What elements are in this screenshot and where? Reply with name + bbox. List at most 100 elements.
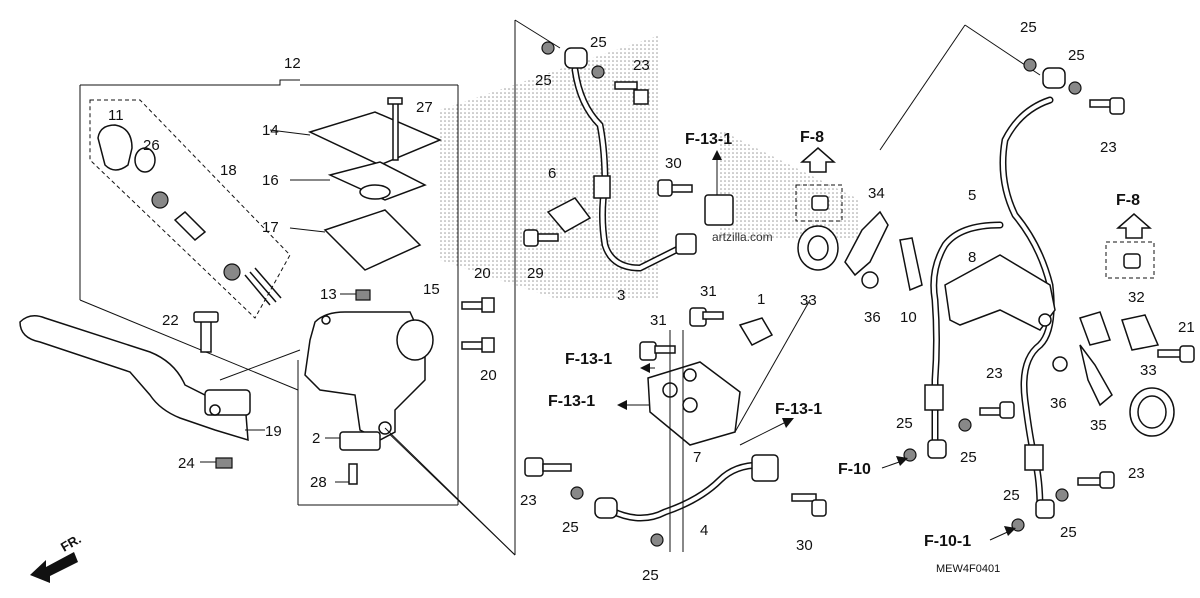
ref-f8-right: F-8: [1116, 192, 1140, 209]
lever-pin: [209, 404, 221, 416]
clamp-1: [738, 317, 774, 346]
bolt-23c-head: [1109, 97, 1125, 115]
arrowhead-f10-1: [1004, 526, 1016, 536]
nut-36b: [1052, 356, 1068, 372]
group-line-12: [80, 79, 300, 86]
arrowhead-f10: [896, 456, 908, 466]
part-label-20-top: 20: [474, 265, 491, 282]
hose-5-collar: [1024, 444, 1044, 471]
part-label-23-c: 23: [1100, 139, 1117, 156]
joint-7-port-c: [683, 368, 697, 382]
brake-hose-8: [930, 221, 1004, 454]
part-label-25-g: 25: [896, 415, 913, 432]
bolt-23b: [542, 463, 572, 472]
arrowhead-f13-right: [782, 418, 794, 428]
washer-25a: [541, 41, 555, 55]
grommet-33a-inner: [807, 235, 829, 261]
part-label-23-b: 23: [520, 492, 537, 509]
part-label-15: 15: [423, 281, 440, 298]
part-label-16: 16: [262, 172, 279, 189]
right-frame-left: [879, 24, 966, 151]
banjo-4: [594, 497, 618, 519]
part-label-20-low: 20: [480, 367, 497, 384]
part-label-25-f: 25: [1068, 47, 1085, 64]
part-label-27: 27: [416, 99, 433, 116]
part-label-26: 26: [143, 137, 160, 154]
bolt-20b: [461, 341, 485, 350]
banjo-3-top: [564, 47, 588, 69]
part-label-31-a: 31: [700, 283, 717, 300]
part-label-11: 11: [108, 107, 124, 124]
part-label-22: 22: [162, 312, 179, 329]
bolt-30a: [669, 184, 693, 193]
joint-block: [704, 194, 734, 226]
stay-35: [1079, 344, 1113, 407]
diagram-code: MEW4F0401: [936, 563, 1000, 575]
bolt-23a: [614, 81, 638, 90]
bolt-30a-head: [657, 179, 673, 197]
screw-27-head: [387, 97, 403, 105]
clamp-6: [546, 197, 592, 233]
ref-f10-1: F-10-1: [924, 533, 971, 550]
bracket-8-tab: [1079, 311, 1111, 346]
brake-lever: [19, 315, 249, 442]
joint-7-port-b: [682, 397, 698, 413]
part-label-23-a: 23: [633, 57, 650, 74]
part-label-1: 1: [757, 291, 765, 308]
ref-f13-1-right: F-13-1: [775, 401, 822, 418]
mc-mount-hole: [321, 315, 331, 325]
clip-13: [355, 289, 371, 301]
washer-25h: [958, 418, 972, 432]
part-label-32: 32: [1128, 289, 1145, 306]
ref-f13-1-top: F-13-1: [685, 131, 732, 148]
arrowhead-f13-lowleft: [617, 400, 627, 410]
part-label-25-d: 25: [642, 567, 659, 584]
ref-f13-1-low: F-13-1: [548, 393, 595, 410]
arrowhead-f13-midleft: [640, 363, 650, 373]
f8-box-left: [795, 184, 843, 222]
leader-14: [269, 129, 311, 136]
part-label-36-a: 36: [864, 309, 881, 326]
part-label-30-b: 30: [796, 537, 813, 554]
ref-f13-1-mid: F-13-1: [565, 351, 612, 368]
bracket-8: [944, 254, 1056, 331]
switch-2: [339, 431, 381, 451]
clamp-15: [396, 319, 434, 361]
part-label-18: 18: [220, 162, 237, 179]
diaphragm-17: [323, 209, 422, 271]
nut-24: [215, 457, 233, 469]
boot-11: [97, 124, 133, 171]
part-label-8: 8: [968, 249, 976, 266]
leader-joint-up: [734, 299, 811, 433]
bolt-20a: [461, 301, 485, 310]
bolt-21: [1157, 349, 1183, 358]
bolt-30b-head: [811, 499, 827, 517]
f8-arrow-left: [800, 147, 836, 173]
screw-28: [348, 463, 358, 485]
bolt-31b-head: [639, 341, 657, 361]
part-label-7: 7: [693, 449, 701, 466]
part-label-5: 5: [968, 187, 976, 204]
pivot-bolt-head: [193, 311, 219, 323]
leader-17: [289, 227, 326, 233]
part-label-25-b: 25: [535, 72, 552, 89]
washer-kit: [151, 191, 169, 209]
part-label-34: 34: [868, 185, 885, 202]
plate-hole: [359, 184, 391, 200]
circlip-26: [134, 147, 156, 173]
part-label-13: 13: [320, 286, 337, 303]
bolt-23d-head: [999, 401, 1015, 419]
part-label-14: 14: [262, 122, 279, 139]
part-label-23-e: 23: [1128, 465, 1145, 482]
ref-f10: F-10: [838, 461, 871, 478]
part-label-19: 19: [265, 423, 282, 440]
part-label-25-j: 25: [1060, 524, 1077, 541]
bolt-31a: [702, 311, 724, 320]
bolt-30b: [791, 493, 817, 502]
part-label-25-e: 25: [1020, 19, 1037, 36]
bolt-31b: [654, 345, 676, 354]
bolt-f8-right: [1123, 253, 1141, 269]
brake-hose-4-inner: [608, 463, 762, 520]
